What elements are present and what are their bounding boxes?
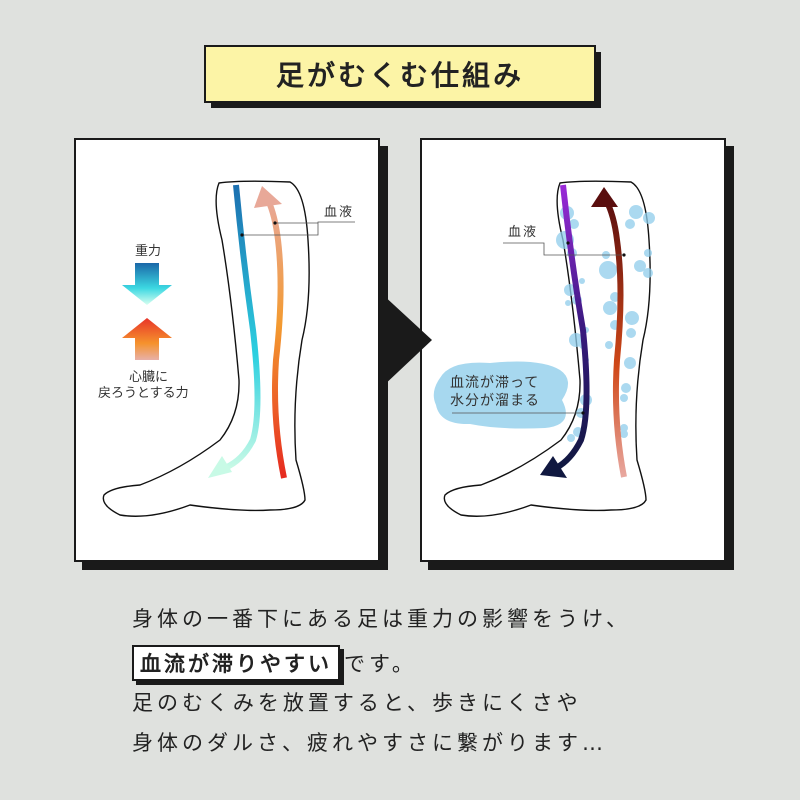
highlight-text: 血流が滞りやすい — [132, 645, 340, 681]
body-line-3: 足のむくみを放置すると、歩きにくさや — [132, 691, 582, 715]
stagnation-label-line1: 血流が滞って — [450, 375, 540, 391]
artery-arrowhead — [591, 187, 618, 207]
page-title: 足がむくむ仕組み — [204, 45, 596, 103]
blood-leader-line-right — [503, 242, 624, 256]
body-line-1: 身体の一番下にある足は重力の影響をうけ、 — [132, 607, 631, 631]
blue-arrowhead — [208, 456, 232, 478]
blood-leader-line — [242, 221, 355, 236]
brown-artery-arrow — [603, 198, 627, 478]
purple-vein-arrow — [554, 184, 590, 471]
left-blood-label: 血液 — [324, 205, 355, 220]
return-up-arrow-icon — [122, 318, 172, 360]
gravity-label: 重力 — [135, 244, 162, 259]
body-line-2: 血流が滞りやすいです。 — [132, 645, 417, 681]
red-arrowhead — [254, 186, 282, 208]
vein-arrowhead — [540, 456, 567, 478]
body-line-2-rest: です。 — [344, 652, 417, 676]
water-cloud — [433, 361, 569, 429]
blue-vein-arrow — [223, 184, 261, 471]
body-line-4: 身体のダルさ、疲れやすさに繋がります… — [132, 731, 607, 755]
right-blood-label: 血液 — [508, 225, 539, 240]
gravity-down-arrow-icon — [122, 263, 172, 305]
transition-arrow-icon — [381, 293, 432, 388]
return-force-label-line1: 心臓に — [129, 370, 169, 385]
return-force-label-line2: 戻ろうとする力 — [98, 386, 189, 401]
stagnation-label-line2: 水分が溜まる — [450, 393, 540, 409]
